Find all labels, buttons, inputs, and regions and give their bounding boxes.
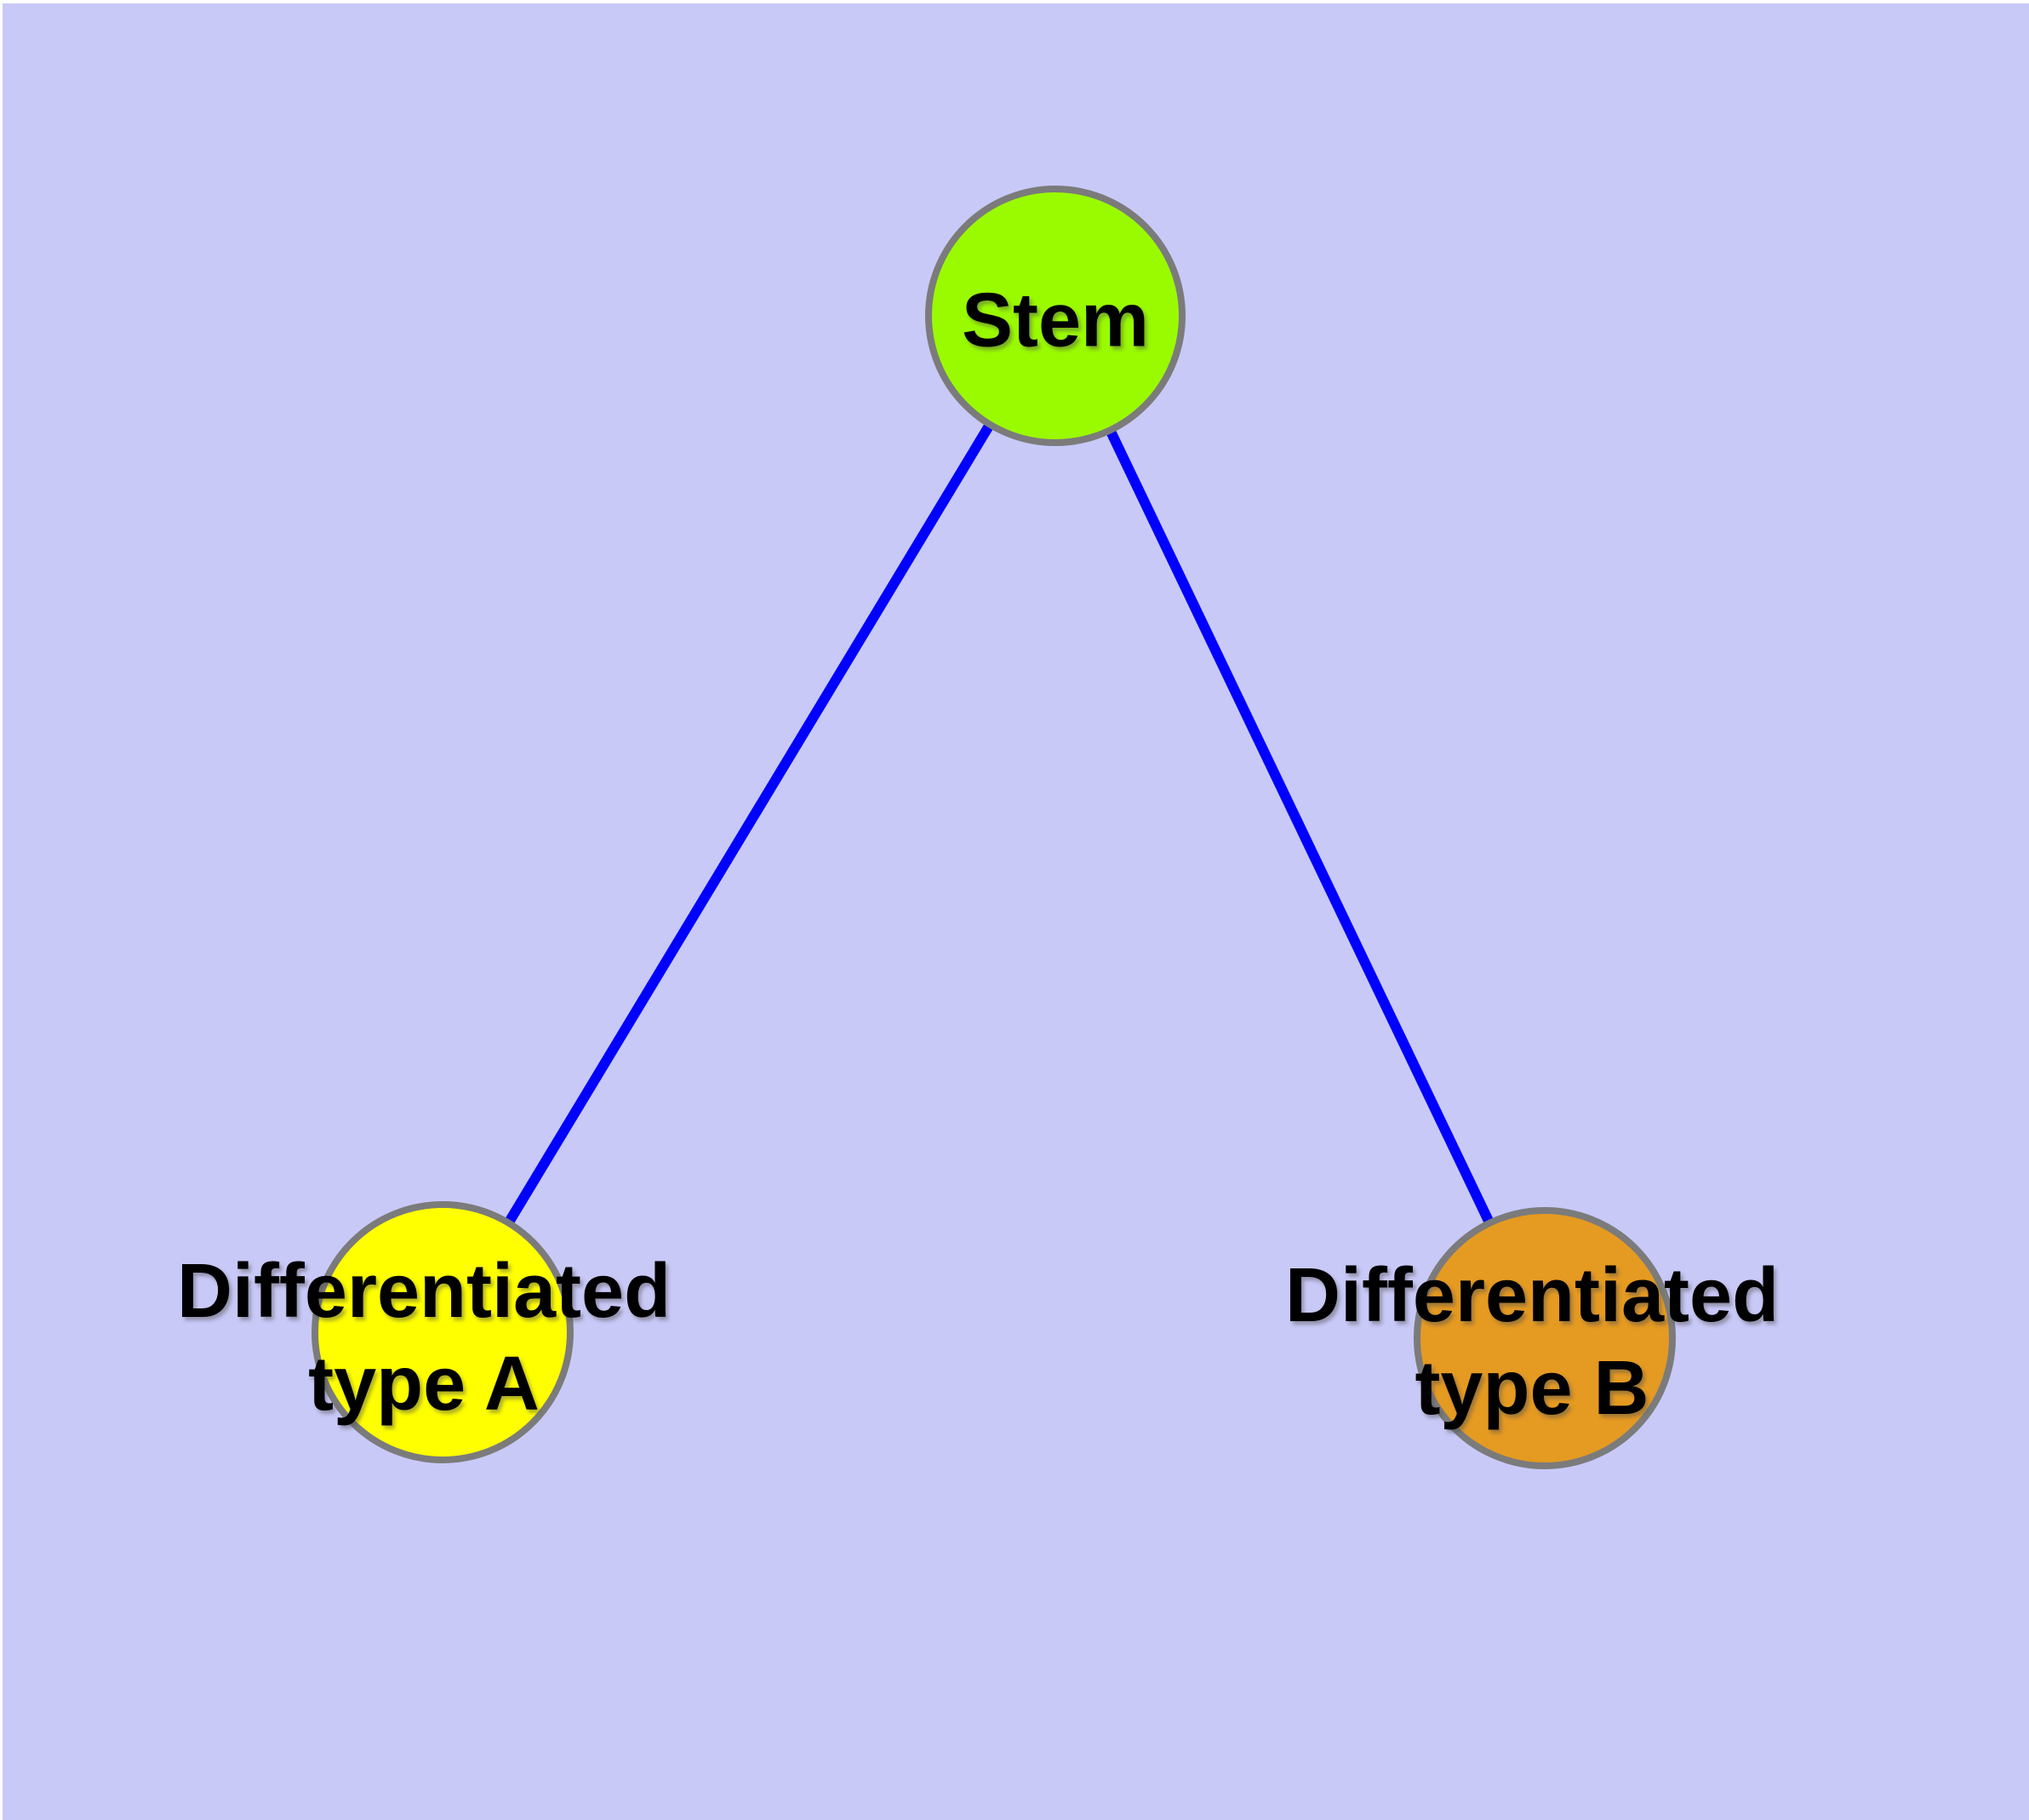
edge-stem-to-differentiated-type-a — [437, 312, 1060, 1336]
node-circle-differentiated-type-b — [1414, 1207, 1676, 1469]
node-circle-stem — [925, 186, 1186, 446]
node-circle-differentiated-type-a — [311, 1201, 574, 1463]
node-layer — [311, 186, 1676, 1469]
edge-stem-to-differentiated-type-b — [1050, 313, 1550, 1341]
edge-layer — [437, 312, 1550, 1341]
